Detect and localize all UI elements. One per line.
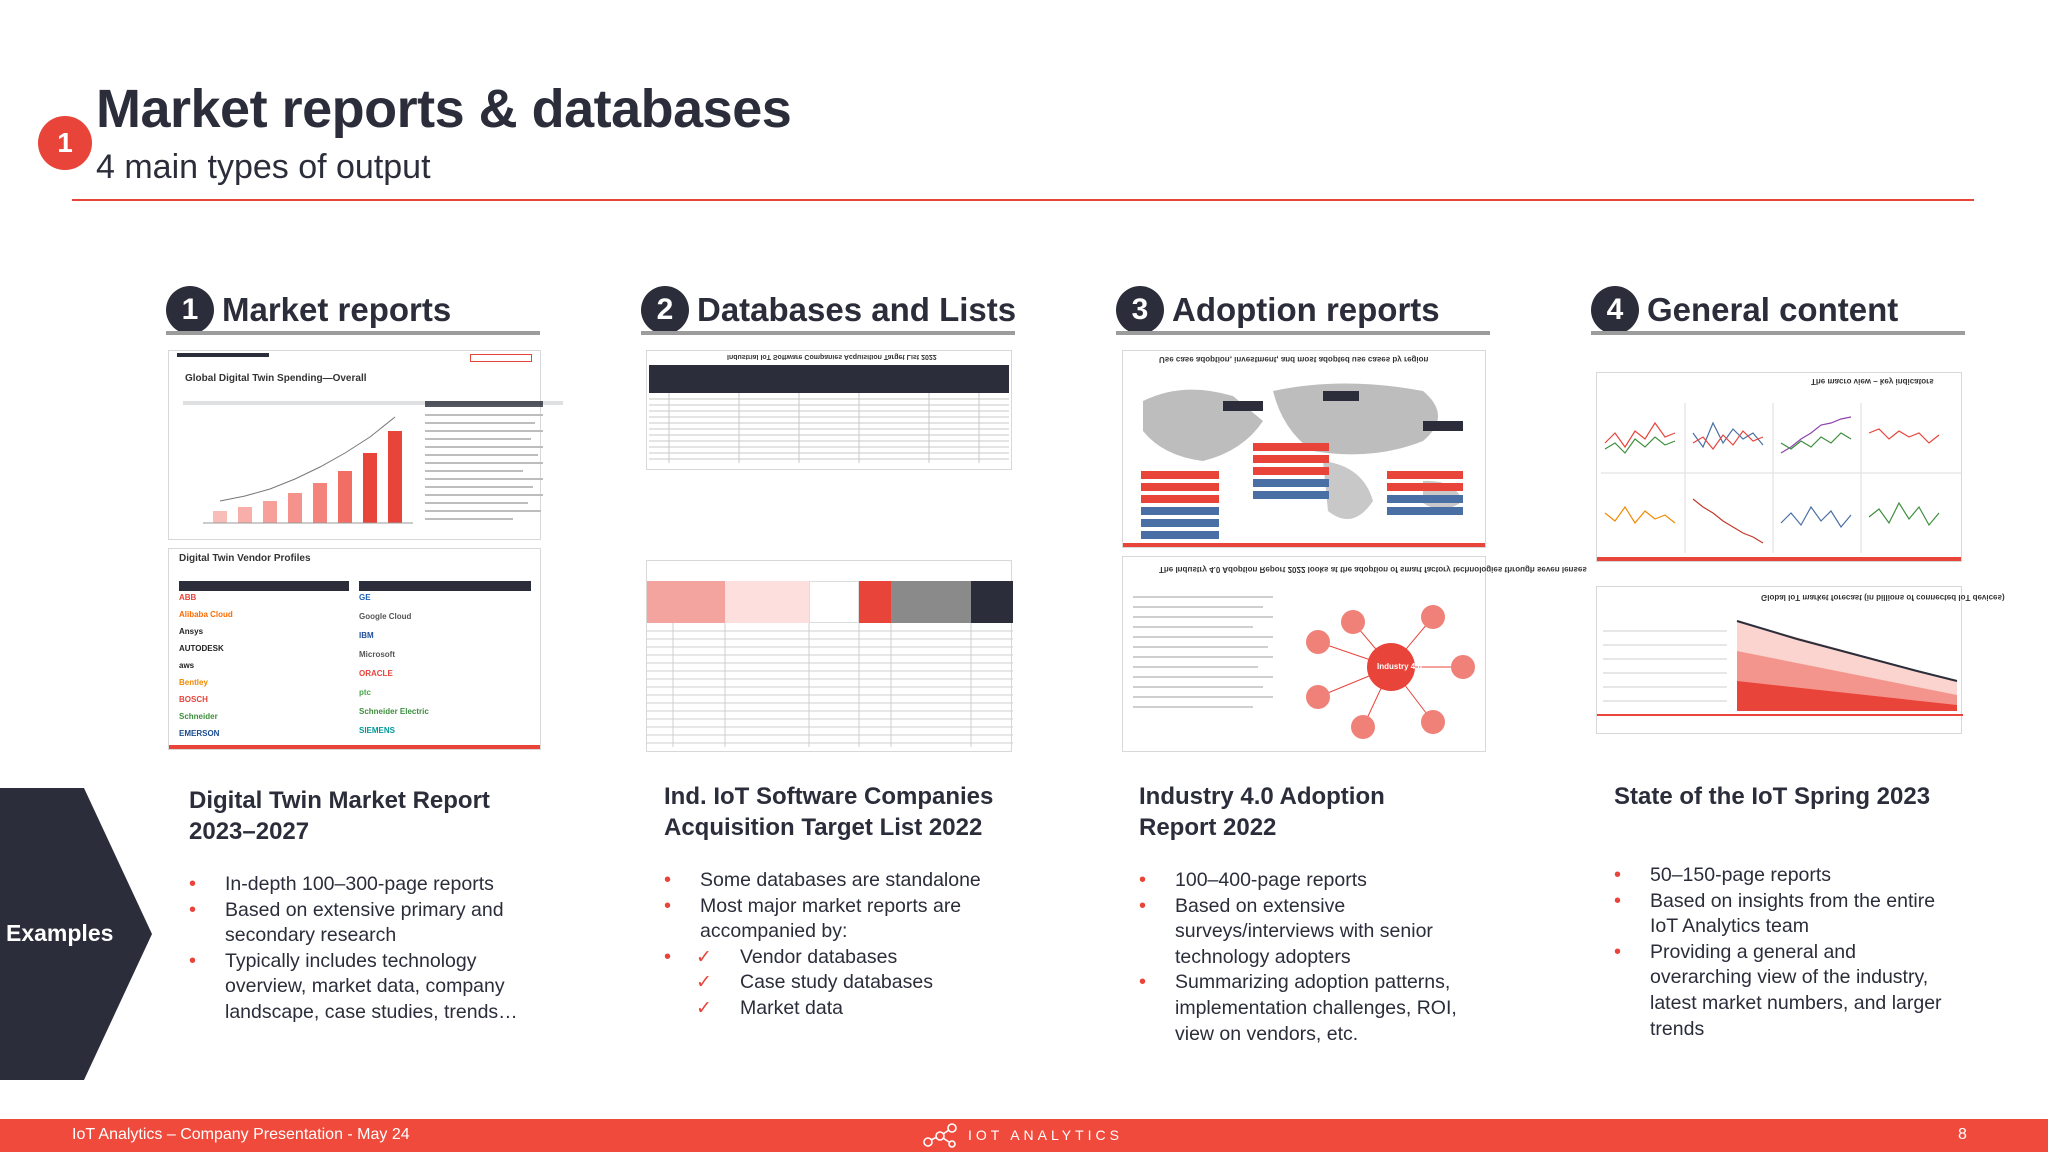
example-bullets: 100–400-page reports Based on extensive … <box>1139 868 1479 1047</box>
example-title: Digital Twin Market Report 2023–2027 <box>189 787 490 845</box>
list-item: Based on extensive surveys/interviews wi… <box>1139 894 1479 971</box>
column-title: General content <box>1647 291 1899 328</box>
thumbnail-title: The Industry 4.0 Adoption Report 2022 lo… <box>1159 565 1587 574</box>
network-logo-icon <box>923 1123 957 1148</box>
thumbnail-title: Global IoT market forecast (in billions … <box>1761 593 2005 602</box>
macro-line-charts-illustration <box>1601 403 1961 553</box>
column-title: Market reports <box>222 291 452 328</box>
lenses-center-label: Industry 4.0 <box>1377 662 1422 671</box>
page-subtitle: 4 main types of output <box>96 148 431 186</box>
column-number-badge: 1 <box>166 286 214 334</box>
column-header-databases: 2 Databases and Lists <box>641 284 1016 336</box>
sub-list-container: Vendor databases Case study databases Ma… <box>664 945 1004 1022</box>
example-bullets: In-depth 100–300-page reports Based on e… <box>189 872 529 1026</box>
forecast-area-chart-illustration <box>1597 620 1963 716</box>
adoption-lenses-thumbnail: The Industry 4.0 Adoption Report 2022 lo… <box>1122 556 1587 752</box>
bar-chart-illustration <box>183 401 563 524</box>
thumbnail-title: Digital Twin Vendor Profiles <box>179 553 311 564</box>
thumbnail-title: Industrial IoT Software Companies Acquis… <box>727 353 937 360</box>
list-item: Market data <box>694 996 1004 1022</box>
market-report-profiles-thumbnail: Digital Twin Vendor Profiles ABB Alibaba… <box>168 548 541 750</box>
column-divider <box>641 331 1015 335</box>
list-item: Some databases are standalone <box>664 868 1004 894</box>
table-rows-illustration <box>647 623 1013 747</box>
vendor-list-right: GE Google Cloud IBM Microsoft ORACLE ptc… <box>359 593 429 735</box>
example-title: Industry 4.0 Adoption Report 2022 <box>1139 783 1385 841</box>
thumbnail-title: Use case adoption, investment, and most … <box>1159 355 1429 364</box>
section-number-badge: 1 <box>38 116 92 170</box>
list-item: Providing a general and overarching view… <box>1614 940 1954 1042</box>
thumbnail-title: Global Digital Twin Spending—Overall <box>185 373 367 384</box>
general-macro-thumbnail: The macro view – key indicators <box>1596 372 1962 562</box>
column-divider <box>166 331 540 335</box>
list-item: 50–150-page reports <box>1614 863 1954 889</box>
example-bullets: 50–150-page reports Based on insights fr… <box>1614 863 1954 1042</box>
list-item: Based on extensive primary and secondary… <box>189 898 529 949</box>
thumbnail-title: The macro view – key indicators <box>1811 377 1934 386</box>
adoption-map-thumbnail: Use case adoption, investment, and most … <box>1122 350 1486 548</box>
example-title: State of the IoT Spring 2023 <box>1614 783 1931 810</box>
column-header-market-reports: 1 Market reports <box>166 284 451 336</box>
list-item: Vendor databases <box>694 945 1004 971</box>
list-item: Based on insights from the entire IoT An… <box>1614 889 1954 940</box>
column-divider <box>1591 331 1965 335</box>
footer-logo-text: IOT ANALYTICS <box>968 1127 1123 1143</box>
column-title: Adoption reports <box>1172 291 1440 328</box>
vendor-list-left: ABB Alibaba Cloud Ansys AUTODESK aws Ben… <box>179 593 233 738</box>
page-number: 8 <box>1958 1126 1967 1143</box>
examples-label: Examples <box>6 920 114 946</box>
market-report-chart-thumbnail: Global Digital Twin Spending—Overall <box>168 350 563 540</box>
examples-chevron <box>0 788 152 1080</box>
list-item: In-depth 100–300-page reports <box>189 872 529 898</box>
list-item: Most major market reports are accompanie… <box>664 894 1004 945</box>
column-number-badge: 4 <box>1591 286 1639 334</box>
header-divider <box>72 199 1974 201</box>
list-item: Typically includes technology overview, … <box>189 949 529 1026</box>
general-forecast-thumbnail: Global IoT market forecast (in billions … <box>1596 586 2005 734</box>
list-item: 100–400-page reports <box>1139 868 1479 894</box>
list-item: Summarizing adoption patterns, implement… <box>1139 970 1479 1047</box>
list-item: Case study databases <box>694 970 1004 996</box>
database-list-thumbnail: Industrial IoT Software Companies Acquis… <box>646 350 1012 470</box>
column-number-badge: 3 <box>1116 286 1164 334</box>
footer-caption: IoT Analytics – Company Presentation - M… <box>72 1126 410 1143</box>
database-table-thumbnail <box>646 560 1013 752</box>
example-bullets: Some databases are standalone Most major… <box>664 868 1004 1022</box>
sub-bullets: Vendor databases Case study databases Ma… <box>694 945 1004 1022</box>
example-title: Ind. IoT Software Companies Acquisition … <box>664 783 994 841</box>
world-map-illustration <box>1141 383 1463 539</box>
column-header-general-content: 4 General content <box>1591 284 1898 336</box>
footer-logo: IOT ANALYTICS <box>922 1120 1123 1150</box>
column-divider <box>1116 331 1490 335</box>
footer-bar <box>0 1119 2048 1152</box>
table-rows-illustration <box>649 393 1009 463</box>
column-title: Databases and Lists <box>697 291 1017 328</box>
column-number-badge: 2 <box>641 286 689 334</box>
lenses-diagram-illustration <box>1133 596 1475 739</box>
page-title: Market reports & databases <box>96 79 792 139</box>
column-header-adoption-reports: 3 Adoption reports <box>1116 284 1440 336</box>
